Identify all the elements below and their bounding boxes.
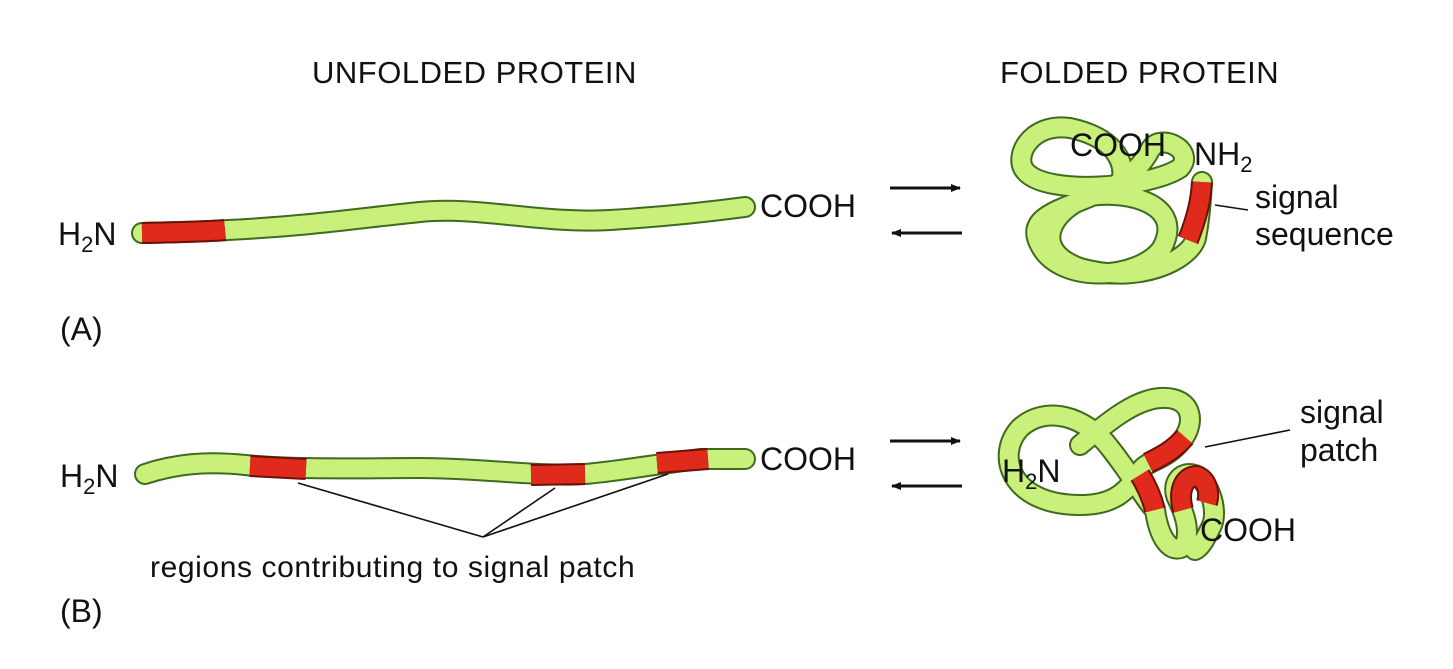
panel-b-cooh-label: COOH	[760, 441, 856, 477]
panel-a: H2N COOH COOH NH2 signal sequence (A)	[58, 116, 1394, 347]
regions-pointer-lines	[297, 473, 669, 538]
signal-sequence-pointer	[1214, 204, 1249, 211]
folded-protein-a	[1010, 116, 1213, 285]
unfolded-protein-header: UNFOLDED PROTEIN	[312, 55, 637, 90]
folded-protein-header: FOLDED PROTEIN	[1000, 55, 1279, 90]
signal-patch-pointer	[1204, 429, 1291, 448]
panel-a-h2n-label: H2N	[58, 216, 116, 257]
panel-b: H2N COOH regions contributing to signal …	[60, 386, 1384, 629]
panel-b-tag: (B)	[60, 593, 103, 629]
signal-patch-label-line2: patch	[1300, 432, 1378, 468]
unfolded-chain-b	[134, 448, 756, 486]
folded-protein-b	[997, 386, 1225, 561]
panel-a-folded-nh2-label: NH2	[1194, 136, 1252, 177]
signal-sequence-label-line1: signal	[1255, 179, 1339, 215]
panel-b-folded-h2n-label: H2N	[1002, 453, 1060, 494]
panel-b-h2n-label: H2N	[60, 458, 118, 499]
signal-patch-label-line1: signal	[1300, 394, 1384, 430]
regions-contributing-label: regions contributing to signal patch	[150, 551, 635, 584]
signal-sequence-label-line2: sequence	[1255, 216, 1394, 252]
panel-b-folded-cooh-label: COOH	[1200, 512, 1296, 548]
panel-a-folded-cooh-label: COOH	[1070, 127, 1166, 163]
unfolded-chain-a	[131, 196, 756, 244]
panel-a-cooh-label: COOH	[760, 188, 856, 224]
panel-a-tag: (A)	[60, 311, 103, 347]
